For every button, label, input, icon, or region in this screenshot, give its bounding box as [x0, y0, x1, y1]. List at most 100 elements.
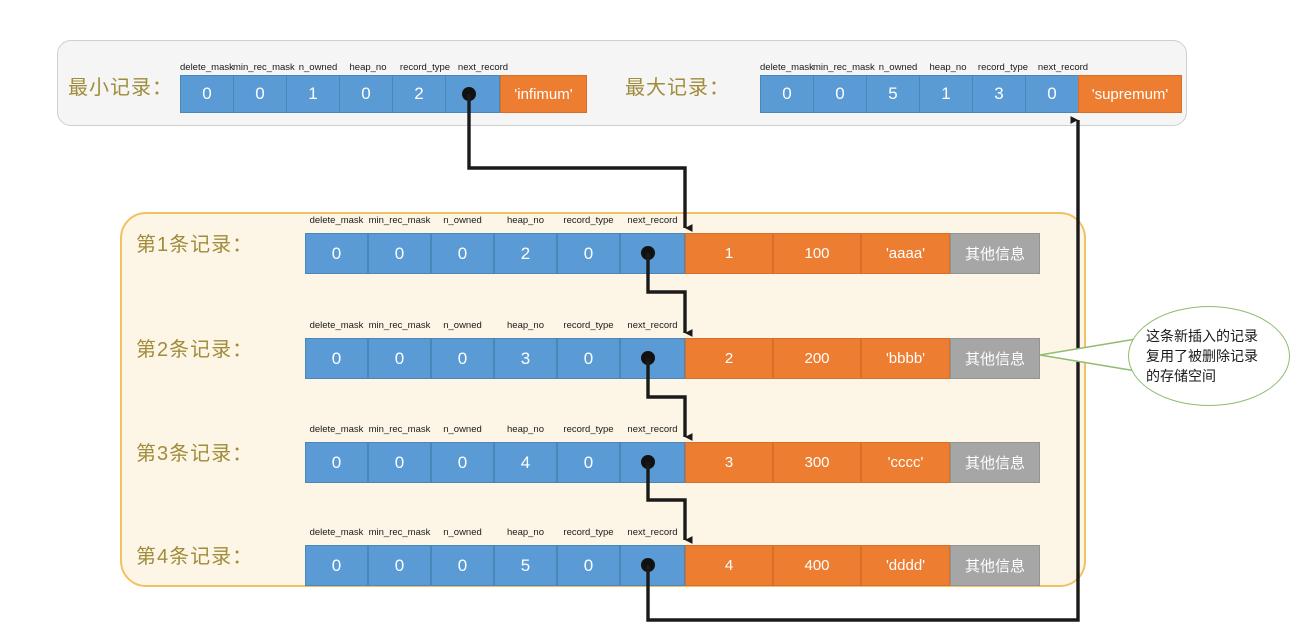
record-1-column-1: 1 [685, 233, 773, 274]
record-4-header-next-record: next_record [627, 527, 678, 538]
record-2-cell-next-record [620, 338, 685, 379]
record-4-other-info: 其他信息 [950, 545, 1040, 586]
record-1-other-info: 其他信息 [950, 233, 1040, 274]
callout-line-2: 复用了被删除记录 [1146, 347, 1258, 364]
record-3-header-n-owned: n_owned [443, 424, 482, 435]
record-3-column-2: 300 [773, 442, 861, 483]
record-2-column-2: 200 [773, 338, 861, 379]
record-1-header-min-rec-mask: min_rec_mask [368, 215, 431, 226]
supremum-header-heap-no: heap_no [929, 62, 967, 73]
record-2-other-info: 其他信息 [950, 338, 1040, 379]
record-1-label: 第1条记录： [136, 234, 254, 256]
record-4-cell-next-record [620, 545, 685, 586]
record-2-cell-min-rec-mask: 0 [368, 338, 431, 379]
supremum-header-next-record: next_record [1037, 62, 1089, 73]
record-1-header-n-owned: n_owned [443, 215, 482, 226]
record-2-cell-heap-no: 3 [494, 338, 557, 379]
record-4-cell-record-type: 0 [557, 545, 620, 586]
record-3-cell-heap-no: 4 [494, 442, 557, 483]
record-2-cell-delete-mask: 0 [305, 338, 368, 379]
record-1-header-heap-no: heap_no [507, 215, 544, 226]
record-4-cell-heap-no: 5 [494, 545, 557, 586]
record-2-cell-n-owned: 0 [431, 338, 494, 379]
record-4-header-delete-mask: delete_mask [309, 527, 364, 538]
record-3-header-next-record: next_record [627, 424, 678, 435]
record-4-header-n-owned: n_owned [443, 527, 482, 538]
record-3-cell-record-type: 0 [557, 442, 620, 483]
record-1-header-next-record: next_record [627, 215, 678, 226]
supremum-cell-delete-mask: 0 [760, 75, 814, 113]
record-1-header-delete-mask: delete_mask [309, 215, 364, 226]
infimum-cell-next-record [445, 75, 500, 113]
record-3-cell-n-owned: 0 [431, 442, 494, 483]
record-2-header-delete-mask: delete_mask [309, 320, 364, 331]
infimum-cell-n-owned: 1 [286, 75, 340, 113]
supremum-cell-record-type: 3 [972, 75, 1026, 113]
record-3-header-delete-mask: delete_mask [309, 424, 364, 435]
callout-line-3: 的存储空间 [1146, 368, 1216, 385]
record-1-column-2: 100 [773, 233, 861, 274]
supremum-data-cell: 'supremum' [1078, 75, 1182, 113]
infimum-row-label: 最小记录： [68, 77, 173, 99]
supremum-cell-n-owned: 5 [866, 75, 920, 113]
record-3-column-1: 3 [685, 442, 773, 483]
supremum-header-record-type: record_type [977, 62, 1029, 73]
record-2-header-min-rec-mask: min_rec_mask [368, 320, 431, 331]
record-4-column-1: 4 [685, 545, 773, 586]
record-3-other-info: 其他信息 [950, 442, 1040, 483]
supremum-cell-next-record: 0 [1025, 75, 1079, 113]
record-3-cell-next-record [620, 442, 685, 483]
record-2-label: 第2条记录： [136, 339, 254, 361]
record-4-cell-delete-mask: 0 [305, 545, 368, 586]
infimum-cell-record-type: 2 [392, 75, 446, 113]
record-1-column-3: 'aaaa' [861, 233, 950, 274]
record-4-header-record-type: record_type [563, 527, 614, 538]
supremum-cell-min-rec-mask: 0 [813, 75, 867, 113]
record-4-label: 第4条记录： [136, 546, 254, 568]
record-4-cell-min-rec-mask: 0 [368, 545, 431, 586]
infimum-header-delete-mask: delete_mask [180, 62, 234, 73]
supremum-header-n-owned: n_owned [878, 62, 918, 73]
record-1-cell-n-owned: 0 [431, 233, 494, 274]
record-2-column-1: 2 [685, 338, 773, 379]
infimum-header-next-record: next_record [457, 62, 509, 73]
record-1-cell-min-rec-mask: 0 [368, 233, 431, 274]
record-4-column-3: 'dddd' [861, 545, 950, 586]
record-2-header-n-owned: n_owned [443, 320, 482, 331]
record-1-cell-record-type: 0 [557, 233, 620, 274]
record-2-cell-record-type: 0 [557, 338, 620, 379]
record-3-label: 第3条记录： [136, 443, 254, 465]
record-3-header-heap-no: heap_no [507, 424, 544, 435]
record-1-cell-delete-mask: 0 [305, 233, 368, 274]
callout-line-1: 这条新插入的记录 [1146, 327, 1258, 344]
record-2-header-next-record: next_record [627, 320, 678, 331]
callout-bubble: 这条新插入的记录 复用了被删除记录 的存储空间 [1128, 306, 1290, 406]
record-2-column-3: 'bbbb' [861, 338, 950, 379]
record-4-header-heap-no: heap_no [507, 527, 544, 538]
supremum-header-min-rec-mask: min_rec_mask [813, 62, 875, 73]
record-1-header-record-type: record_type [563, 215, 614, 226]
supremum-cell-heap-no: 1 [919, 75, 973, 113]
supremum-header-delete-mask: delete_mask [760, 62, 814, 73]
record-3-cell-min-rec-mask: 0 [368, 442, 431, 483]
record-3-header-min-rec-mask: min_rec_mask [368, 424, 431, 435]
record-4-header-min-rec-mask: min_rec_mask [368, 527, 431, 538]
infimum-cell-delete-mask: 0 [180, 75, 234, 113]
record-4-cell-n-owned: 0 [431, 545, 494, 586]
infimum-header-n-owned: n_owned [298, 62, 338, 73]
infimum-cell-heap-no: 0 [339, 75, 393, 113]
record-2-header-heap-no: heap_no [507, 320, 544, 331]
infimum-cell-min-rec-mask: 0 [233, 75, 287, 113]
infimum-header-min-rec-mask: min_rec_mask [233, 62, 295, 73]
infimum-data-cell: 'infimum' [500, 75, 587, 113]
record-3-header-record-type: record_type [563, 424, 614, 435]
infimum-header-heap-no: heap_no [349, 62, 387, 73]
record-4-column-2: 400 [773, 545, 861, 586]
record-1-cell-heap-no: 2 [494, 233, 557, 274]
infimum-header-record-type: record_type [399, 62, 451, 73]
record-1-cell-next-record [620, 233, 685, 274]
record-3-cell-delete-mask: 0 [305, 442, 368, 483]
callout-text-block: 这条新插入的记录 复用了被删除记录 的存储空间 [1146, 326, 1272, 387]
supremum-row-label: 最大记录： [625, 77, 730, 99]
